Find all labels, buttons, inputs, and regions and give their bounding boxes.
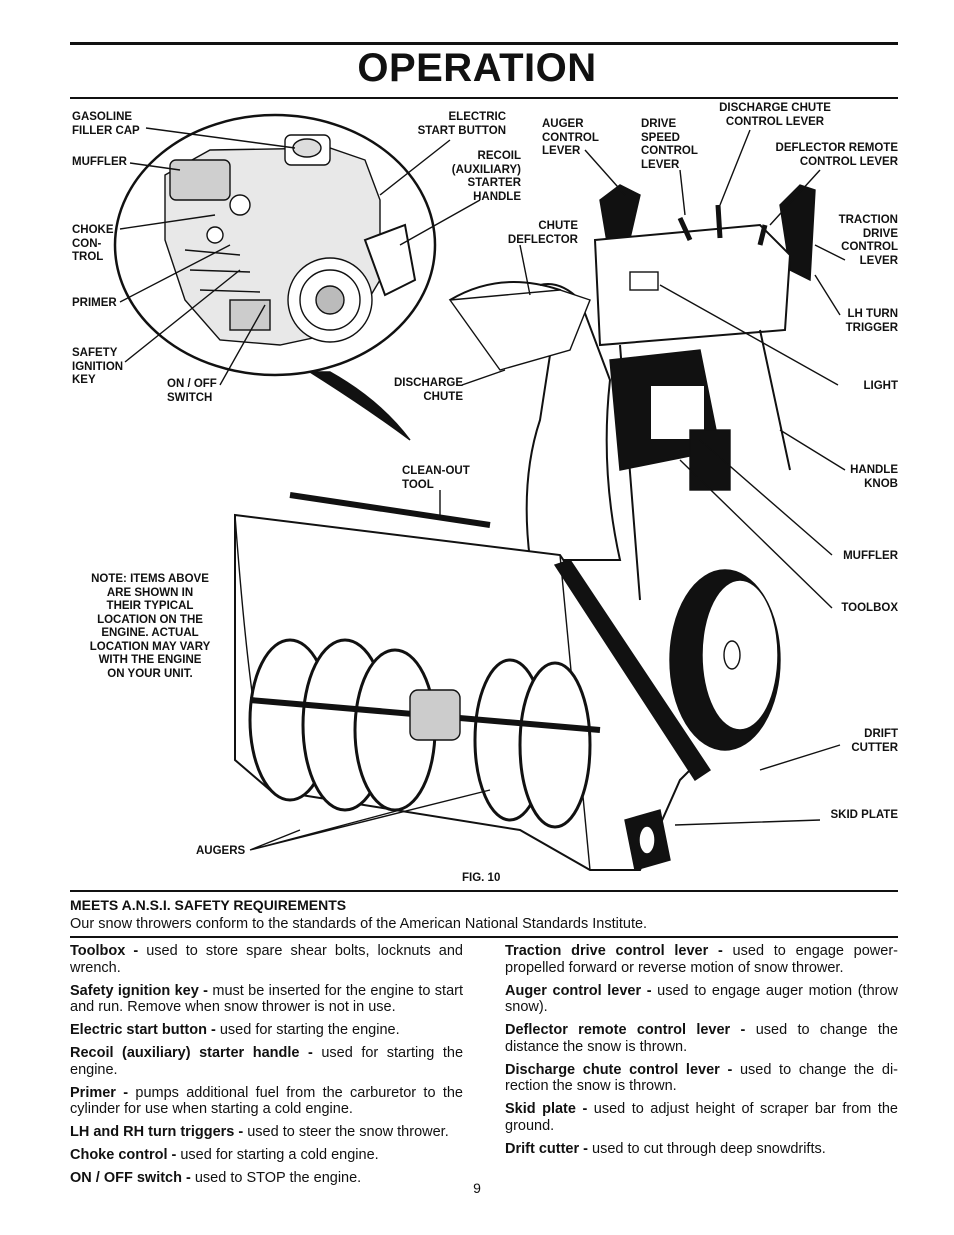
definition-item: Safety ignition key - must be inserted f… <box>70 983 463 1016</box>
label-primer: PRIMER <box>72 297 117 309</box>
ansi-heading: MEETS A.N.S.I. SAFETY REQUIREMENTS <box>70 897 347 913</box>
machine-body <box>234 184 816 871</box>
label-handle-knob: HANDLE KNOB <box>850 464 898 490</box>
ansi-rule <box>70 936 898 938</box>
figure-note: NOTE: ITEMS ABOVE ARE SHOWN IN THEIR TYP… <box>89 573 211 680</box>
page-title: OPERATION <box>357 46 597 90</box>
definition-term: Safety ignition key - <box>70 982 208 999</box>
definition-item: Choke control - used for starting a cold… <box>70 1147 463 1164</box>
label-safety-ignition-key: SAFETY IGNITION KEY <box>72 347 124 386</box>
ansi-text: Our snow throwers conform to the standar… <box>70 916 648 932</box>
page-number: 9 <box>473 1180 481 1196</box>
definition-term: LH and RH turn triggers - <box>70 1124 244 1140</box>
definition-item: Toolbox - used to store spare shear bolt… <box>70 943 463 976</box>
definition-item: Auger control lever - used to engage aug… <box>505 983 898 1016</box>
label-augers: AUGERS <box>196 845 246 857</box>
figure-rule <box>70 890 898 892</box>
definition-term: Toolbox - <box>70 943 139 959</box>
left-column: Toolbox - used to store spare shear bolt… <box>70 943 463 1193</box>
label-recoil-starter-handle: RECOIL (AUXILIARY) STARTER HANDLE <box>451 150 521 203</box>
definition-desc: must be inserted for the engine to start… <box>70 982 463 1016</box>
label-clean-out-tool: CLEAN-OUT TOOL <box>402 465 470 491</box>
label-electric-start-button: ELECTRIC START BUTTON <box>417 111 506 137</box>
definition-desc: used to change the di-rection the snow i… <box>505 1061 898 1095</box>
definition-desc: used to engage power-propelled forward o… <box>505 943 899 976</box>
label-discharge-chute-control-lever: DISCHARGE CHUTE CONTROL LEVER <box>719 102 831 128</box>
definition-desc: used for starting a cold engine. <box>176 1147 379 1163</box>
label-muffler-engine: MUFFLER <box>72 156 127 168</box>
label-drive-speed-control-lever: DRIVE SPEED CONTROL LEVER <box>641 118 698 171</box>
title-rule <box>70 97 898 99</box>
definition-desc: used to change the distance the snow is … <box>505 1022 898 1055</box>
definition-term: Electric start button - <box>70 1022 216 1038</box>
figure-caption: FIG. 10 <box>462 872 501 884</box>
definition-term: Auger control lever - <box>505 982 652 999</box>
definition-desc: used for starting the engine. <box>215 1022 400 1038</box>
definition-item: LH and RH turn triggers - used to steer … <box>70 1124 463 1141</box>
label-skid-plate: SKID PLATE <box>830 809 898 821</box>
definition-desc: used for starting the engine. <box>70 1045 464 1078</box>
definition-desc: used to engage auger motion (throw snow)… <box>505 982 898 1016</box>
label-toolbox: TOOLBOX <box>841 602 898 614</box>
definition-desc: used to adjust height of scraper bar fro… <box>505 1101 898 1134</box>
snow-thrower-illustration <box>113 113 846 871</box>
label-drift-cutter: DRIFT CUTTER <box>851 728 898 754</box>
definition-term: Choke control - <box>70 1147 177 1163</box>
definition-term: Skid plate - <box>505 1101 588 1117</box>
definition-item: Traction drive control lever - used to e… <box>505 943 898 976</box>
label-discharge-chute: DISCHARGE CHUTE <box>393 377 463 403</box>
definition-desc: used to steer the snow thrower. <box>243 1124 449 1140</box>
definition-term: ON / OFF switch - <box>70 1170 191 1186</box>
definition-term: Discharge chute control lever - <box>505 1061 733 1078</box>
definition-item: Electric start button - used for startin… <box>70 1022 463 1039</box>
definition-term: Primer - <box>70 1084 129 1101</box>
definition-term: Deflector remote control lever - <box>505 1022 746 1038</box>
engine-inset <box>113 113 437 441</box>
definition-desc: used to cut through deep snowdrifts. <box>587 1140 826 1157</box>
label-deflector-remote-control-lever: DEFLECTOR REMOTE CONTROL LEVER <box>775 142 898 168</box>
definition-term: Traction drive control lever - <box>505 943 723 959</box>
top-rule <box>70 42 898 45</box>
definition-term: Drift cutter - <box>505 1140 588 1157</box>
definition-item: Primer - pumps additional fuel from the … <box>70 1085 463 1118</box>
right-column: Traction drive control lever - used to e… <box>505 943 898 1164</box>
definition-item: Discharge chute control lever - used to … <box>505 1062 898 1095</box>
label-on-off-switch: ON / OFF SWITCH <box>167 378 217 404</box>
label-auger-control-lever: AUGER CONTROL LEVER <box>542 118 599 157</box>
definition-desc: pumps additional fuel from the carbureto… <box>70 1084 463 1118</box>
label-chute-deflector: CHUTE DEFLECTOR <box>507 220 578 246</box>
definition-item: Deflector remote control lever - used to… <box>505 1022 898 1055</box>
definition-item: Drift cutter - used to cut through deep … <box>505 1141 898 1158</box>
label-traction-drive-control-lever: TRACTION DRIVE CONTROL LEVER <box>838 214 898 267</box>
definition-term: Recoil (auxiliary) starter handle - <box>70 1045 313 1061</box>
definition-desc: used to STOP the engine. <box>190 1170 362 1186</box>
definition-item: Recoil (auxiliary) starter handle - used… <box>70 1045 463 1078</box>
label-gasoline-filler-cap: GASOLINE FILLER CAP <box>72 111 140 137</box>
label-lh-turn-trigger: LH TURN TRIGGER <box>845 308 898 334</box>
label-choke-control: CHOKE CON- TROL <box>72 224 114 263</box>
definition-desc: used to store spare shear bolts, locknut… <box>70 943 463 976</box>
label-light: LIGHT <box>863 380 899 392</box>
definition-item: Skid plate - used to adjust height of sc… <box>505 1101 898 1134</box>
label-muffler: MUFFLER <box>843 550 898 562</box>
definition-item: ON / OFF switch - used to STOP the engin… <box>70 1170 463 1187</box>
